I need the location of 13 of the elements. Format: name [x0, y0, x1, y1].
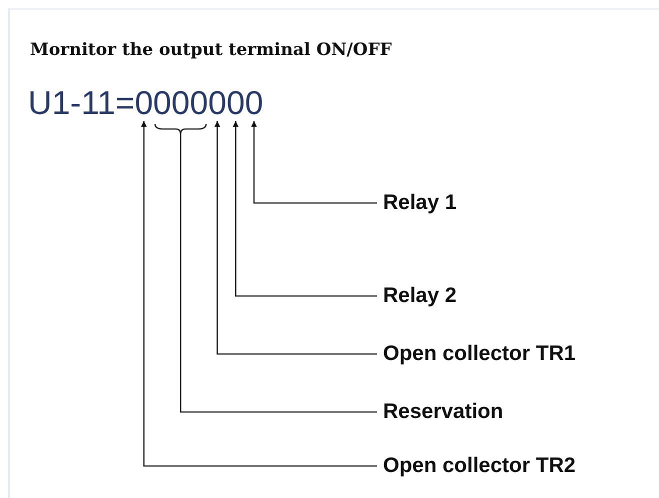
bit-label: Open collector TR1 [383, 342, 576, 366]
leader-line [214, 121, 377, 355]
leader-line [140, 121, 377, 467]
brace-symbol [154, 124, 207, 135]
bit-label: Relay 2 [383, 284, 457, 308]
register-code: U1-11=0000000 [28, 84, 264, 122]
bit-label: Relay 1 [383, 191, 457, 215]
leader-line [251, 121, 377, 204]
leader-line [180, 134, 377, 413]
bit-label: Open collector TR2 [383, 454, 576, 478]
leader-line [232, 121, 377, 297]
diagram-title: Mornitor the output terminal ON/OFF [30, 40, 392, 60]
bit-label: Reservation [383, 400, 504, 424]
